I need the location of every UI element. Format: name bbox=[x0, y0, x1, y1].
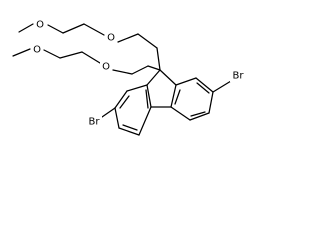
bond bbox=[170, 106, 191, 121]
atom-label-background bbox=[86, 116, 102, 128]
bond bbox=[117, 33, 139, 43]
bond bbox=[114, 90, 128, 109]
bond bbox=[112, 69, 133, 75]
atom-labels: O O O O Br Br bbox=[31, 19, 246, 128]
oxygen-atom-label: O bbox=[33, 45, 41, 56]
atom-label-background bbox=[100, 61, 112, 73]
bond bbox=[18, 23, 34, 33]
bromine-atom-label: Br bbox=[233, 71, 245, 82]
bond bbox=[147, 65, 161, 71]
oxygen-atom-label: O bbox=[36, 20, 44, 31]
double-bond-inner bbox=[196, 82, 210, 94]
bond bbox=[131, 65, 149, 75]
double-bond-inner bbox=[122, 124, 138, 131]
bond bbox=[118, 127, 140, 136]
bond bbox=[59, 51, 83, 59]
oxygen-atom-label: O bbox=[102, 62, 110, 73]
bond-skeleton bbox=[12, 23, 232, 136]
bond bbox=[146, 69, 161, 86]
bond bbox=[159, 69, 177, 86]
bond bbox=[138, 106, 152, 136]
bond bbox=[189, 112, 210, 121]
double-bond-inner bbox=[145, 89, 149, 109]
bond bbox=[47, 24, 64, 34]
bond bbox=[156, 47, 161, 71]
atom-label-background bbox=[34, 19, 46, 31]
bond bbox=[195, 77, 214, 93]
bond bbox=[81, 51, 101, 64]
bromine-atom-label: Br bbox=[89, 117, 101, 128]
bond bbox=[212, 80, 232, 93]
atom-label-background bbox=[31, 44, 43, 56]
chemical-structure-drawing: O O O O Br Br bbox=[12, 19, 246, 136]
bond bbox=[43, 49, 61, 59]
bond bbox=[175, 77, 197, 86]
atom-label-background bbox=[105, 32, 117, 44]
bond bbox=[101, 107, 116, 118]
double-bond-inner bbox=[119, 95, 130, 109]
bond bbox=[62, 23, 85, 34]
bond bbox=[146, 84, 152, 108]
bond bbox=[114, 107, 120, 129]
atom-label-background bbox=[230, 70, 246, 82]
bond bbox=[12, 48, 31, 57]
oxygen-atom-label: O bbox=[107, 33, 115, 44]
bond bbox=[208, 91, 214, 114]
bond bbox=[83, 23, 105, 36]
bond bbox=[170, 84, 177, 108]
bond bbox=[126, 84, 148, 92]
double-bond-inner bbox=[190, 111, 206, 117]
double-bond-inner bbox=[174, 89, 181, 105]
bond bbox=[137, 33, 158, 49]
